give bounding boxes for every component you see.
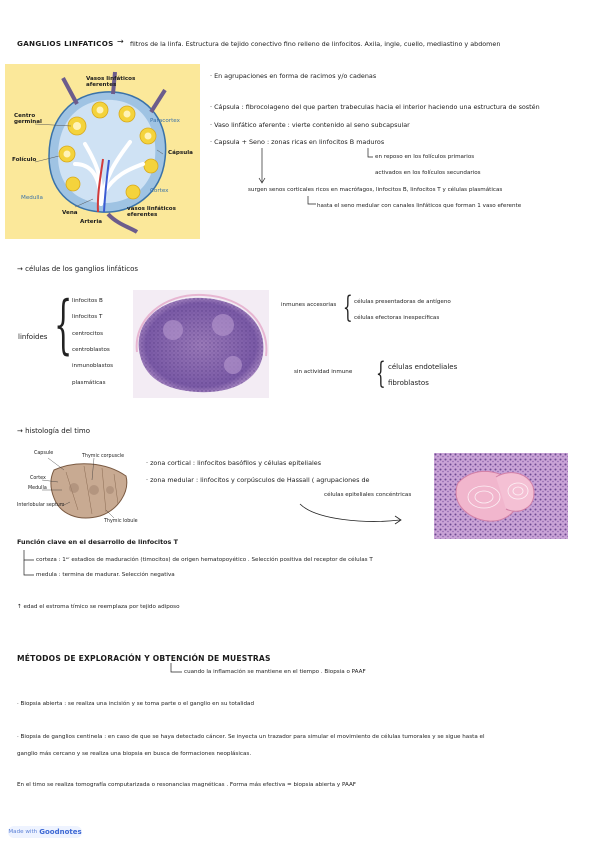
- function-edad: ↑ edad el estroma tímico se reemplaza po…: [17, 604, 180, 610]
- linfoides-item-1: linfocitos T: [72, 314, 103, 320]
- linfoides-item-3: centroblastos: [72, 347, 110, 353]
- note-activados: activados en los folículos secundarios: [375, 170, 481, 176]
- label-paracortex: Paracortex: [150, 118, 180, 124]
- inmunes-label: inmunes accesorias: [281, 302, 337, 308]
- linfoides-item-5: plasmáticas: [72, 380, 106, 386]
- function-medula: medula : termina de madurar. Selección n…: [36, 572, 175, 578]
- methods-timo: En el timo se realiza tomografía computa…: [17, 782, 357, 788]
- brace-linfoides: {: [54, 288, 73, 362]
- label-cortex: Cortex: [150, 188, 169, 194]
- thymus-label-capsule: Capsule: [34, 451, 54, 456]
- thymus-heading: → histología del timo: [17, 427, 90, 435]
- hassall-corpuscle-image: [434, 453, 568, 539]
- connector-function: [23, 550, 34, 576]
- header-text: filtros de la linfa. Estructura de tejid…: [130, 40, 501, 48]
- label-vasos-eferentes: vasos linfáticos eferentes: [127, 206, 176, 219]
- label-medulla: Medulla: [21, 195, 43, 201]
- connector-arrow-hassall: [299, 503, 402, 525]
- zona-cortical: · zona cortical : linfocitos basófilos y…: [146, 459, 322, 467]
- brace-inmunes: {: [343, 290, 353, 325]
- lymph-node-histology-image: [133, 290, 269, 398]
- note-reposo: en reposo en los folículos primarios: [375, 154, 475, 160]
- page-title: GANGLIOS LINFATICOS: [17, 39, 114, 48]
- methods-cuando: cuando la inflamación se mantiene en el …: [184, 669, 366, 675]
- note-surgen: surgen senos corticales ricos en macrófa…: [248, 187, 503, 193]
- sin-actividad-item-1: fibroblastos: [388, 379, 429, 387]
- note-vaso-aferente: · Vaso linfático aferente : vierte conte…: [210, 121, 410, 129]
- sin-actividad-label: sin actividad inmune: [294, 369, 353, 375]
- linfoides-item-0: linfocitos B: [72, 298, 103, 304]
- sin-actividad-item-0: células endoteliales: [388, 363, 458, 371]
- biopsia-centinela-2: ganglio más cercano y se realiza una bio…: [17, 751, 252, 757]
- lymph-node-diagram: [5, 64, 200, 239]
- biopsia-abierta: · Biopsia abierta : se realiza una incis…: [17, 701, 255, 707]
- goodnotes-brand: Goodnotes: [39, 828, 82, 836]
- label-capsula: Cápsula: [168, 150, 193, 156]
- note-agrupaciones: · En agrupaciones en forma de racimos y/…: [210, 72, 377, 80]
- thymus-label-corpuscle: Thymic corpuscle: [82, 454, 125, 459]
- inmunes-item-1: células efectoras inespecíficas: [354, 315, 440, 321]
- cells-heading: → células de los ganglios linfáticos: [17, 265, 139, 273]
- linfoides-item-2: centrocitos: [72, 331, 104, 337]
- zona-medular-2: células epiteliales concéntricas: [324, 492, 412, 498]
- function-corteza: corteza : 1ᵉʳ estadios de maduración (ti…: [36, 557, 373, 563]
- thymus-label-lobule: Thymic lobule: [104, 519, 138, 524]
- inmunes-item-0: células presentadoras de antígeno: [354, 299, 451, 305]
- methods-heading: MÉTODOS DE EXPLORACIÓN Y OBTENCIÓN DE MU…: [17, 654, 271, 663]
- label-centro-germinal: Centro germinal: [14, 113, 42, 126]
- thymus-label-septum: Interlobular septum: [17, 503, 65, 508]
- label-arteria: Arteria: [80, 219, 103, 225]
- connector-lines-node: [258, 148, 373, 205]
- label-vena: Vena: [62, 210, 78, 216]
- connector-methods: [170, 663, 182, 673]
- brace-sin-actividad: {: [376, 356, 386, 391]
- note-capsula-seno: · Capsula + Seno : zonas ricas en linfoc…: [210, 138, 385, 146]
- arrow-icon: →: [117, 37, 124, 46]
- thymus-label-cortex: Cortex: [30, 476, 46, 481]
- linfoides-label: linfoides: [18, 333, 48, 341]
- zona-medular: · zona medular : linfocitos y corpúsculo…: [146, 476, 370, 484]
- note-capsula: · Cápsula : fibrocolageno del que parten…: [210, 103, 540, 111]
- note-seno-medular: hasta el seno medular con canales linfát…: [317, 203, 522, 209]
- label-vasos-aferentes: Vasos linfáticos aferentes: [86, 76, 136, 89]
- function-heading: Función clave en el desarrollo de linfoc…: [17, 538, 178, 546]
- label-foliculo: Folículo: [12, 157, 37, 163]
- goodnotes-stamp: Made with Goodnotes: [8, 826, 82, 838]
- made-with-label: Made with: [8, 829, 38, 835]
- linfoides-item-4: inmunoblastos: [72, 363, 114, 369]
- biopsia-centinela-1: · Biopsia de ganglios centinela : en cas…: [17, 734, 485, 740]
- thymus-diagram: [14, 450, 142, 530]
- thymus-label-medulla: Medulla: [28, 486, 47, 491]
